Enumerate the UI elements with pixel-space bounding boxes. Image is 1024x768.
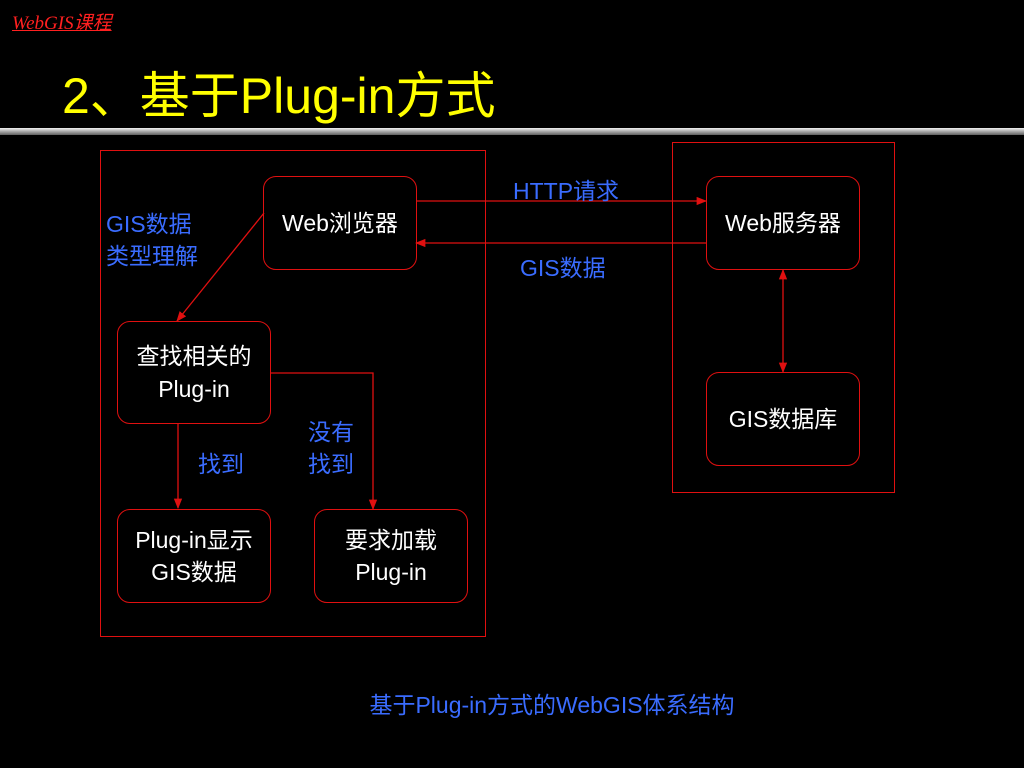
found-label: 找到 — [198, 451, 244, 477]
not-found-label: 没有 找到 — [308, 416, 354, 480]
not-found-line1: 没有 — [308, 419, 354, 445]
plugin-display-node: Plug-in显示 GIS数据 — [117, 509, 271, 603]
not-found-arrow — [271, 372, 378, 511]
find-plugin-line2: Plug-in — [158, 375, 230, 402]
http-request-label: HTTP请求 — [513, 178, 620, 204]
not-found-line2: 找到 — [308, 451, 354, 478]
plugin-display-line2: GIS数据 — [151, 559, 237, 585]
client-frame — [100, 150, 486, 637]
gis-database-node: GIS数据库 — [706, 372, 860, 466]
web-server-label: Web服务器 — [725, 209, 841, 236]
gis-data-label: GIS数据 — [520, 255, 606, 281]
slide-title: 2、基于Plug-in方式 — [62, 68, 496, 124]
gis-type-line1: GIS数据 — [106, 211, 192, 237]
web-server-node: Web服务器 — [706, 176, 860, 270]
web-browser-node: Web浏览器 — [263, 176, 417, 270]
find-plugin-line1: 查找相关的 — [136, 343, 252, 370]
gis-database-label: GIS数据库 — [728, 405, 838, 432]
browser-to-find-arrow — [176, 212, 265, 322]
course-name: WebGIS课程 — [12, 13, 112, 34]
diagram-caption: 基于Plug-in方式的WebGIS体系结构 — [369, 692, 735, 718]
gis-type-line2: 类型理解 — [106, 243, 198, 270]
request-load-line2: Plug-in — [355, 559, 427, 585]
title-divider — [0, 128, 1024, 135]
plugin-display-line1: Plug-in显示 — [135, 526, 253, 553]
gis-type-label: GIS数据 类型理解 — [106, 208, 198, 272]
find-plugin-node: 查找相关的 Plug-in — [117, 321, 271, 424]
request-load-line1: 要求加载 — [345, 526, 437, 553]
web-browser-label: Web浏览器 — [282, 209, 398, 236]
request-load-node: 要求加载 Plug-in — [314, 509, 468, 603]
server-frame — [672, 142, 895, 493]
